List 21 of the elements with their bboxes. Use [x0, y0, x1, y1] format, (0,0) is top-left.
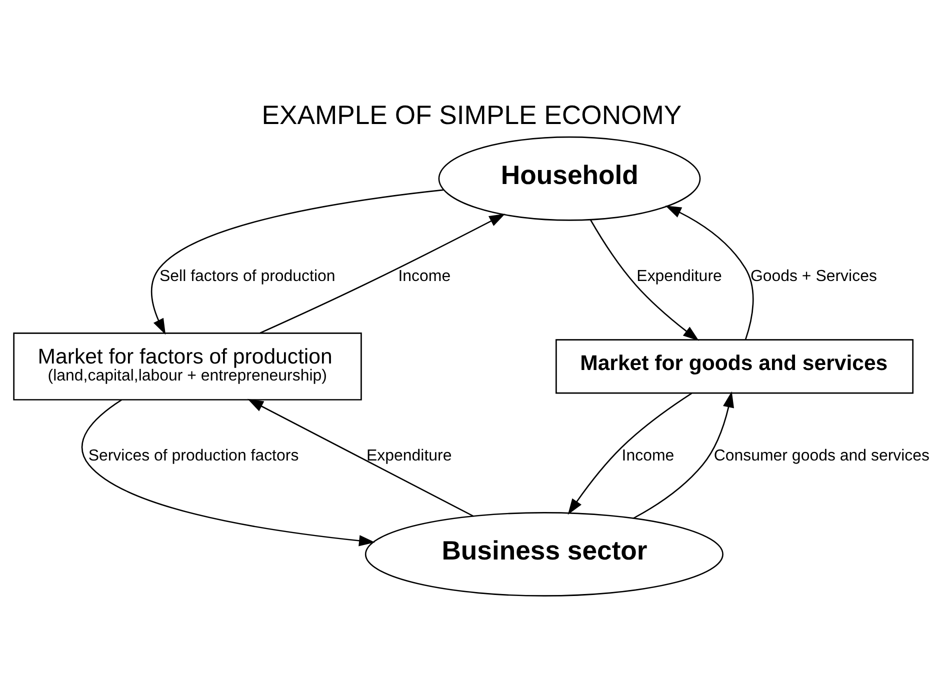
- edge-label: Goods + Services: [750, 267, 877, 284]
- arrow: [260, 213, 506, 334]
- edge-label: Consumer goods and services: [714, 446, 930, 464]
- edge-label: Expenditure: [366, 446, 452, 464]
- edge-label: Expenditure: [636, 267, 722, 284]
- node-ellipse: Household: [438, 136, 701, 220]
- edge-label: Income: [622, 446, 674, 464]
- arrow: [665, 205, 754, 340]
- node-ellipse: Business sector: [364, 512, 724, 596]
- arrow: [82, 398, 376, 546]
- edge-label: Income: [398, 267, 451, 284]
- diagram-title: EXAMPLE OF SIMPLE ECONOMY: [262, 99, 682, 130]
- edge-label: Services of production factors: [88, 446, 299, 464]
- arrow: [632, 390, 734, 518]
- arrow: [568, 392, 692, 514]
- arrow: [590, 218, 700, 340]
- arrow: [247, 398, 474, 516]
- arrow: [151, 188, 444, 334]
- edge-label: Sell factors of production: [160, 267, 336, 284]
- node-box: Market for factors of production (land,capital,labour + entrepreneurship): [13, 332, 362, 400]
- node-box: Market for goods and services: [556, 338, 914, 394]
